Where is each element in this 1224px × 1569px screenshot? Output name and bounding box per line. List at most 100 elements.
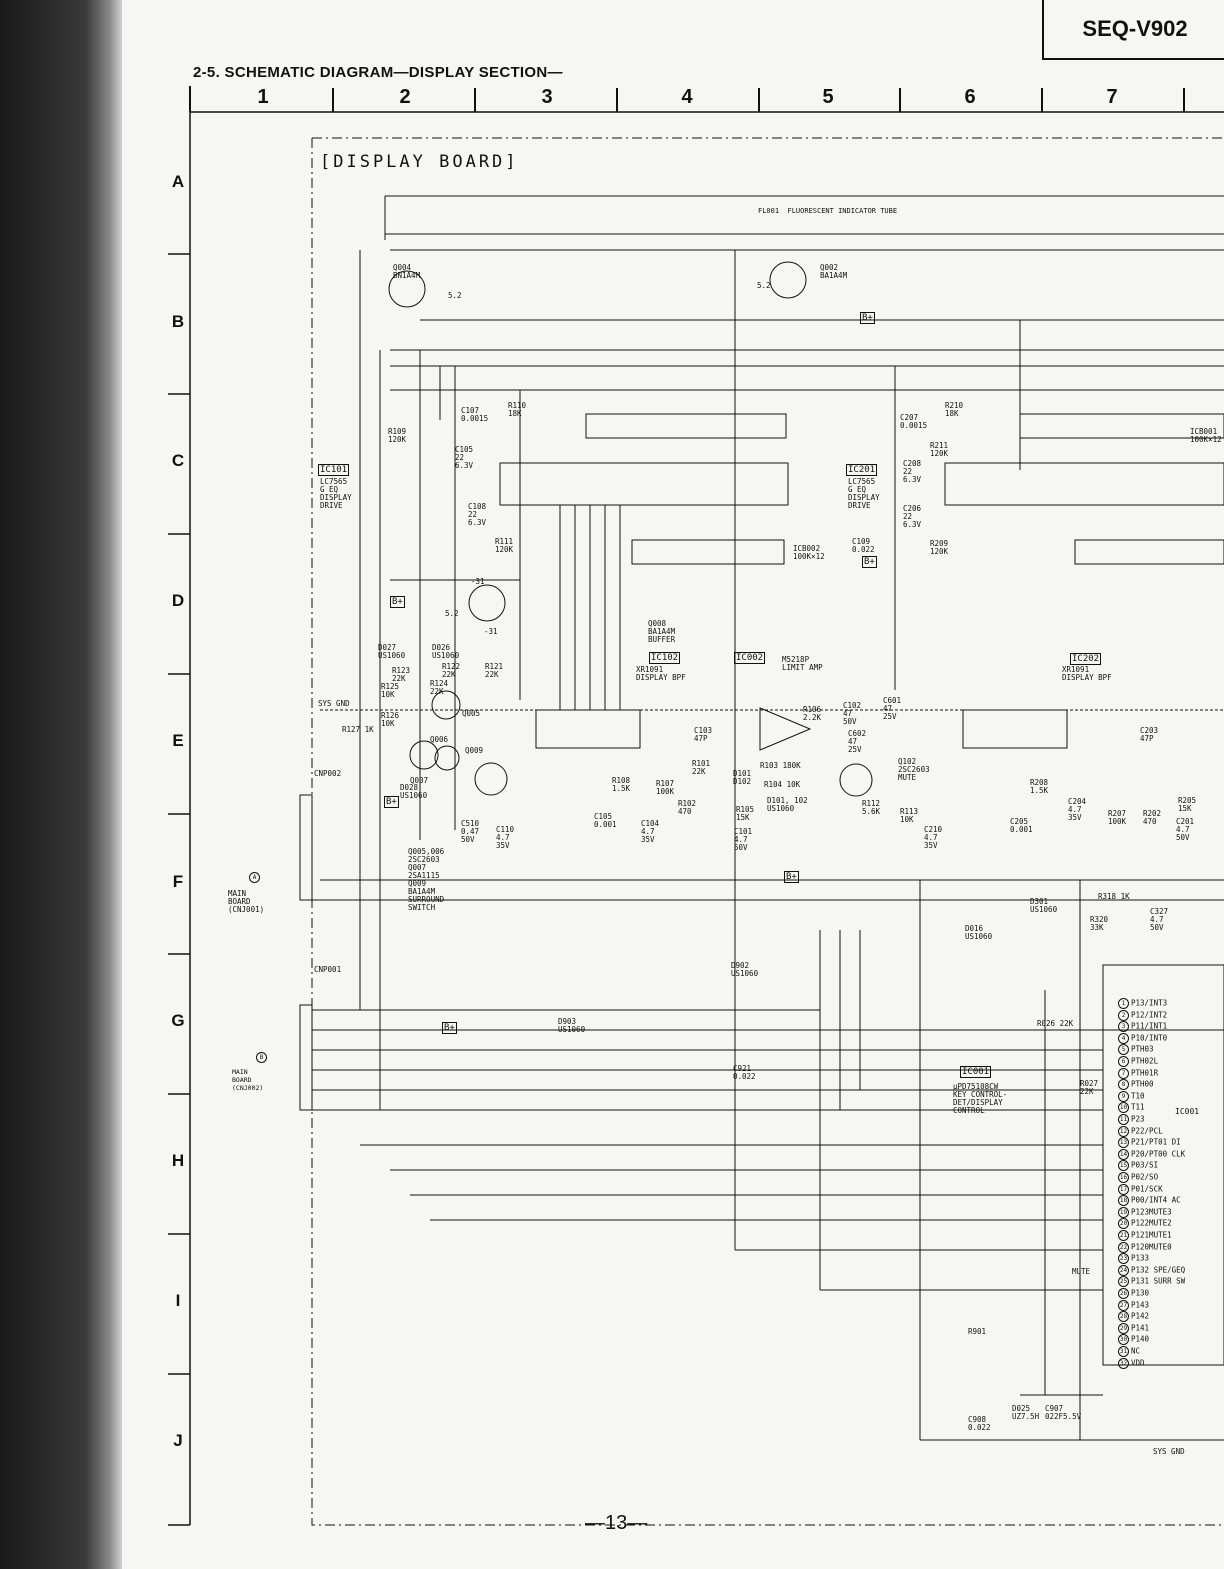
pin-number: 22 bbox=[1118, 1241, 1129, 1253]
pin-number: 21 bbox=[1118, 1230, 1129, 1241]
ic002-ref: IC002 bbox=[734, 652, 766, 664]
component-label: C109 0.022 bbox=[852, 537, 875, 554]
component-label: R320 33K bbox=[1090, 915, 1109, 932]
b-plus-tag: B+ bbox=[384, 796, 399, 808]
pin-name: PTH02L bbox=[1131, 1056, 1159, 1066]
pin-number: 8 bbox=[1118, 1079, 1129, 1091]
component-label: C105 0.001 bbox=[594, 812, 617, 829]
component-label: C908 0.022 bbox=[968, 1415, 991, 1432]
icb001-label: ICB001 100K×12 bbox=[1190, 427, 1222, 444]
column-label: 4 bbox=[681, 86, 693, 108]
column-label: 2 bbox=[399, 86, 411, 108]
component-label: C108 22 6.3V bbox=[468, 502, 487, 527]
component-label: R105 15K bbox=[736, 805, 755, 822]
mute-tag: MUTE bbox=[1072, 1267, 1091, 1276]
component-label: R110 18K bbox=[508, 401, 527, 418]
pin-number: 1 bbox=[1118, 998, 1129, 1009]
pin-number: 13 bbox=[1118, 1137, 1129, 1149]
ic002-desc: M5218P LIMIT AMP bbox=[782, 655, 823, 672]
main-board-a-label: MAIN BOARD (CNJ001) bbox=[228, 889, 265, 914]
pin-name: P121MUTE1 bbox=[1131, 1230, 1172, 1240]
pin-number: 23 bbox=[1118, 1253, 1129, 1265]
component-label: R106 2.2K bbox=[803, 705, 822, 722]
ic001-tag: IC001 bbox=[1175, 1107, 1200, 1116]
main-board-b-connector: B bbox=[256, 1052, 269, 1063]
sys-gnd-label: SYS GND bbox=[318, 699, 350, 708]
row-label: F bbox=[172, 872, 184, 891]
component-label: C208 22 6.3V bbox=[903, 459, 922, 484]
component-label: C921 0.022 bbox=[733, 1064, 756, 1081]
pin-number: 28 bbox=[1118, 1311, 1129, 1323]
pin-name: P21/PT01 DI bbox=[1131, 1137, 1181, 1147]
component-label: C205 0.001 bbox=[1010, 817, 1033, 834]
ic101-ref: IC101 bbox=[318, 464, 350, 476]
board-title: [DISPLAY BOARD] bbox=[320, 152, 519, 172]
component-label: C602 47 25V bbox=[848, 729, 867, 754]
component-label: C907 022F5.5V bbox=[1045, 1404, 1082, 1421]
ic202-desc: XR1091 DISPLAY BPF bbox=[1062, 665, 1112, 682]
column-label: 3 bbox=[541, 86, 553, 108]
pin-number: 10 bbox=[1118, 1102, 1129, 1114]
component-label: R111 120K bbox=[495, 537, 514, 554]
row-label: H bbox=[171, 1151, 185, 1170]
pin-name: P131 SURR SW bbox=[1131, 1276, 1186, 1286]
pin-name: P130 bbox=[1131, 1288, 1150, 1298]
q006-label: Q006 bbox=[430, 735, 449, 744]
row-label: A bbox=[171, 172, 185, 191]
component-label: R123 22K bbox=[392, 666, 411, 683]
surround-switch-note: Q005,006 2SC2603 Q007 2SA1115 Q009 BA1A4… bbox=[408, 847, 445, 912]
pin-name: P22/PCL bbox=[1131, 1126, 1163, 1136]
pin-name: NC bbox=[1131, 1346, 1141, 1356]
pin-number: 32 bbox=[1118, 1357, 1129, 1369]
component-label: R101 22K bbox=[692, 759, 711, 776]
ic001-ref: IC001 bbox=[960, 1066, 992, 1078]
pin-name: P122MUTE2 bbox=[1131, 1218, 1172, 1228]
pin-name: P132 SPE/GEQ bbox=[1131, 1265, 1186, 1275]
component-label: C110 4.7 35V bbox=[496, 825, 515, 850]
component-label: R208 1.5K bbox=[1030, 778, 1049, 795]
component-label: R205 15K bbox=[1178, 796, 1197, 813]
b-plus-tag: B+ bbox=[442, 1022, 457, 1034]
main-board-b-label: MAIN BOARD (CNJ002) bbox=[232, 1068, 264, 1092]
cnp001-label: CNP001 bbox=[314, 965, 342, 974]
pin-name: P10/INT0 bbox=[1131, 1033, 1168, 1043]
component-label: R124 22K bbox=[430, 679, 449, 696]
component-label: R113 10K bbox=[900, 807, 919, 824]
ic202-ref: IC202 bbox=[1070, 653, 1102, 665]
q004-label: Q004 BN1A4M bbox=[393, 263, 421, 280]
row-label: B bbox=[171, 312, 185, 331]
icb002-label: ICB002 100K×12 bbox=[793, 544, 825, 561]
component-label: C210 4.7 35V bbox=[924, 825, 943, 850]
pin-name: P01/SCK bbox=[1131, 1184, 1163, 1194]
component-label: C207 0.0015 bbox=[900, 413, 928, 430]
main-board-a-connector: A bbox=[249, 872, 262, 883]
component-label: D903 US1060 bbox=[558, 1017, 586, 1034]
component-label: R103 180K bbox=[760, 761, 801, 770]
component-label: R125 10K bbox=[381, 682, 400, 699]
pin-number: 5 bbox=[1118, 1044, 1129, 1056]
q002-label: Q002 BA1A4M bbox=[820, 263, 848, 280]
pin-name: P133 bbox=[1131, 1253, 1150, 1263]
pin-name: P140 bbox=[1131, 1334, 1150, 1344]
pin-name: P12/INT2 bbox=[1131, 1010, 1168, 1020]
voltage-label: 5.2 bbox=[757, 281, 771, 290]
column-label: 5 bbox=[822, 86, 834, 108]
pin-number: 2 bbox=[1118, 1009, 1129, 1021]
component-label: D026 US1060 bbox=[432, 643, 460, 660]
pin-name: P141 bbox=[1131, 1323, 1150, 1333]
row-label: C bbox=[171, 451, 185, 470]
pin-number: 9 bbox=[1118, 1090, 1129, 1102]
component-label: R209 120K bbox=[930, 539, 949, 556]
q009-label: Q009 bbox=[465, 746, 484, 755]
